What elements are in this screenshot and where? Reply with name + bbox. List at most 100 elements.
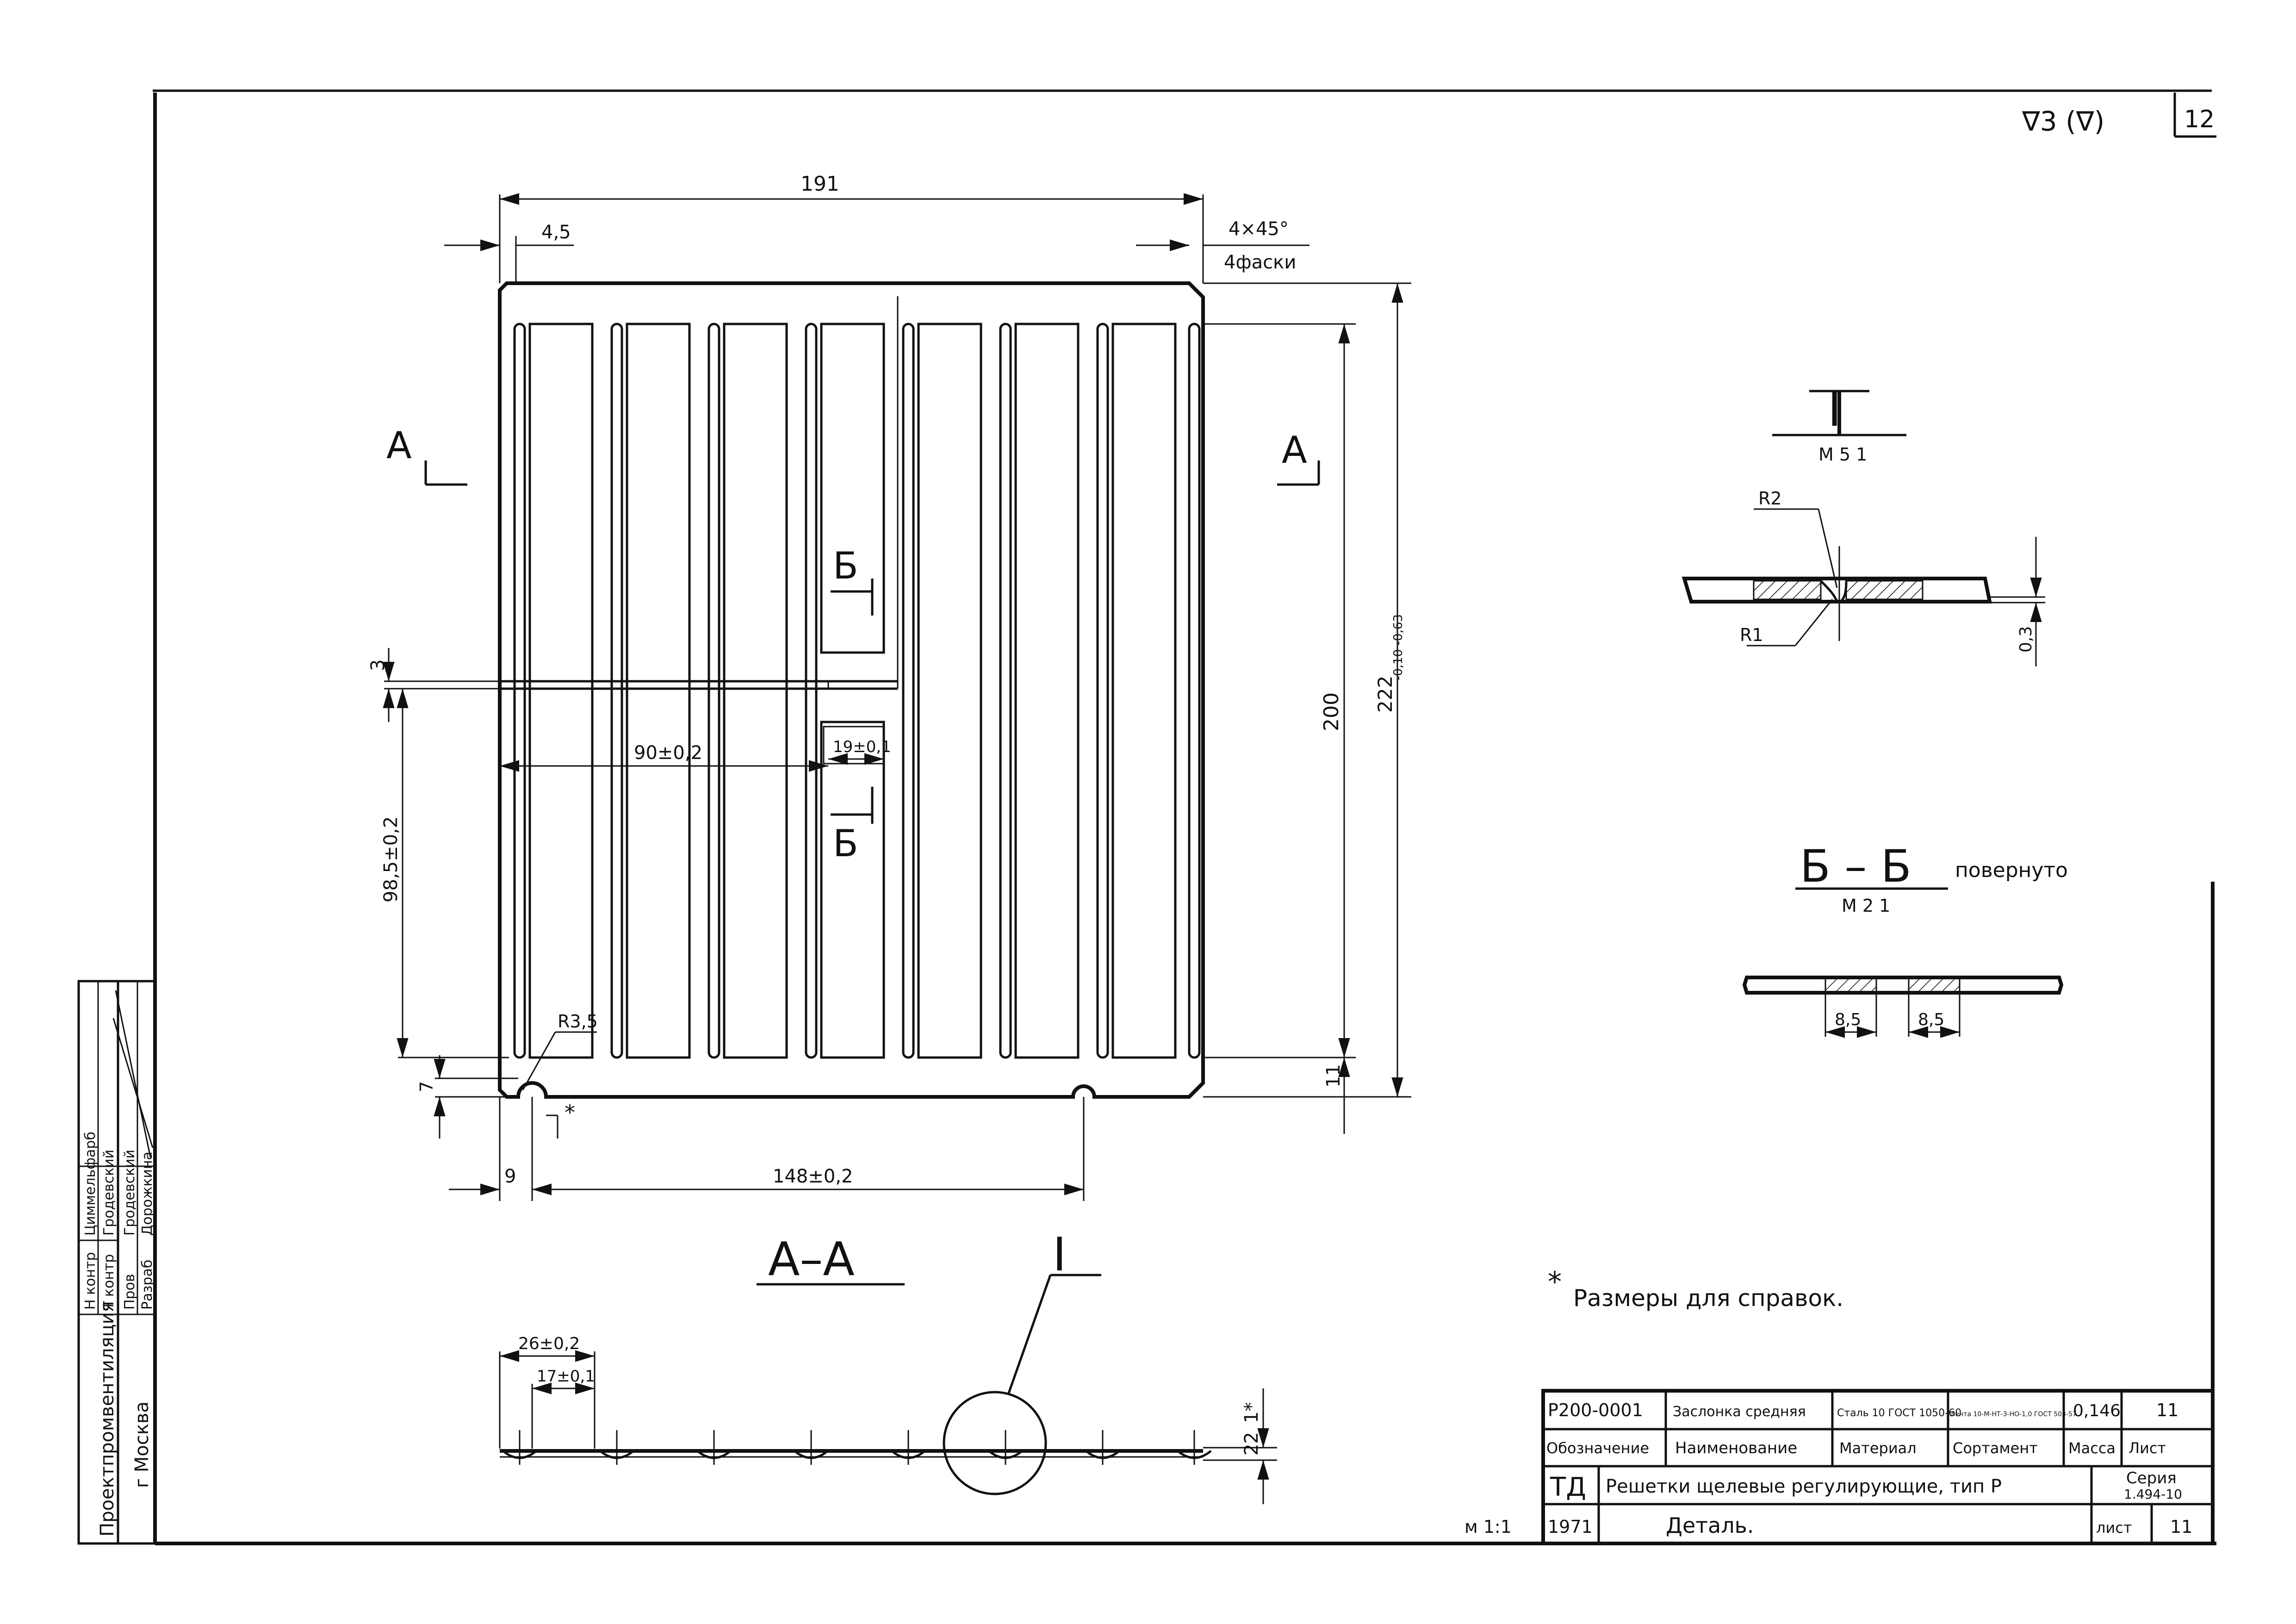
- plan-opening: [820, 323, 885, 654]
- approval-role-1: Н контр: [82, 1252, 99, 1310]
- tb-doc-type: Деталь.: [1666, 1513, 1754, 1538]
- section-aa-view: [499, 1274, 1277, 1504]
- dim-total-height: 222: [1374, 676, 1396, 713]
- dim-notch-star: *: [565, 1100, 575, 1125]
- section-mark-a-right: A: [1282, 429, 1307, 472]
- approval-role-2: Т контр: [101, 1254, 117, 1310]
- tb-mass: 0,146: [2073, 1401, 2121, 1420]
- dim-width-19: 19±0,1: [833, 738, 891, 756]
- surface-finish-mark: ∇3 (∇): [2022, 106, 2104, 137]
- plan-rib: [610, 323, 623, 1059]
- dim-total-height-tol: -0,10 -0,63: [1391, 614, 1405, 680]
- dim-aa-26: 26±0,2: [518, 1334, 580, 1353]
- tb-td: ТД: [1550, 1472, 1586, 1502]
- plan-rib: [999, 323, 1012, 1059]
- section-mark-b-bottom: Б: [833, 822, 858, 865]
- plan-rib: [1096, 323, 1109, 1059]
- detail-i-title: I: [1828, 383, 1842, 437]
- tb-hdr-name: Наименование: [1675, 1439, 1797, 1457]
- plan-opening: [528, 323, 594, 1059]
- dim-notch-spacing: 148±0,2: [773, 1166, 853, 1187]
- dim-bottom-gap: 11: [1323, 1064, 1344, 1088]
- section-aa-ribs: [502, 1430, 1212, 1465]
- detail-i-scale: М 5 1: [1818, 444, 1867, 465]
- dim-left-offset: 4,5: [541, 222, 571, 243]
- tb-hdr-designation: Обозначение: [1546, 1439, 1649, 1457]
- detail-i-r2: R2: [1758, 488, 1782, 509]
- plan-rib: [513, 323, 526, 1059]
- tb-product: Решетки щелевые регулирующие, тип Р: [1606, 1476, 2002, 1497]
- section-bb-title: Б – Б: [1800, 840, 1911, 892]
- plan-slots: [513, 323, 1201, 1059]
- plan-opening: [1014, 323, 1080, 1059]
- dim-bb-1: 8,5: [1835, 1010, 1861, 1029]
- detail-i-thickness: 0,3: [2017, 626, 2035, 653]
- section-bb-view: [1742, 887, 2064, 1038]
- approval-name-4: Дорожкина: [139, 1151, 155, 1236]
- tb-hdr-mass: Масса: [2068, 1439, 2116, 1457]
- tb-part-name: Заслонка средняя: [1673, 1404, 1806, 1420]
- approval-name-1: Циммельфарб: [82, 1132, 99, 1236]
- dim-overall-width: 191: [800, 172, 839, 196]
- dim-width-90: 90±0,2: [634, 742, 702, 764]
- dim-chamfer-count: 4фаски: [1224, 252, 1296, 273]
- dim-radius: R3,5: [558, 1011, 598, 1032]
- plan-rib: [1188, 323, 1201, 1059]
- section-mark-a-left: A: [386, 424, 412, 467]
- approval-org: Проектпромвентиляция: [97, 1301, 118, 1537]
- plan-opening: [1111, 323, 1177, 1059]
- dim-aa-1: 1*: [1241, 1402, 1262, 1423]
- plan-opening: [626, 323, 691, 1059]
- approval-name-3: Гродевский: [122, 1150, 138, 1236]
- plan-rib: [902, 323, 915, 1059]
- tb-hdr-material: Материал: [1839, 1439, 1917, 1457]
- tb-material: Сталь 10 ГОСТ 1050-60: [1837, 1407, 1961, 1419]
- approval-block: [77, 980, 156, 1545]
- footnote-text: Размеры для справок.: [1573, 1285, 1843, 1312]
- tb-part-code: Р200-0001: [1548, 1400, 1643, 1420]
- tb-year: 1971: [1548, 1517, 1593, 1537]
- plan-opening: [723, 323, 788, 1059]
- dim-slot-height: 200: [1320, 692, 1343, 731]
- drawing-scale: м 1:1: [1464, 1517, 1512, 1537]
- plate-outline: [498, 281, 1205, 1099]
- section-aa-title: A–A: [768, 1232, 855, 1286]
- detail-i-r1: R1: [1740, 625, 1763, 645]
- tb-sheet-ref: 11: [2156, 1400, 2178, 1420]
- footnote-star: *: [1548, 1266, 1562, 1298]
- tb-hdr-sheet: Лист: [2128, 1439, 2166, 1457]
- dim-chamfer-size: 4×45°: [1229, 218, 1289, 240]
- tb-stock: Лента 10-М-НТ-3-НО-1,0 ГОСТ 503-57: [1950, 1411, 2077, 1418]
- tb-series: 1.494-10: [2124, 1487, 2182, 1502]
- tb-sheet-no: 11: [2170, 1517, 2192, 1537]
- plan-opening: [820, 721, 885, 1059]
- section-aa-callout: I: [1053, 1227, 1067, 1282]
- title-block: [1541, 1389, 2215, 1545]
- plan-opening: [917, 323, 982, 1059]
- approval-name-2: Гродевский: [101, 1150, 117, 1236]
- sheet-frame: [153, 89, 2216, 1545]
- plan-dimensions: [383, 193, 1411, 1201]
- plan-rib: [805, 323, 818, 1059]
- tb-series-label: Серия: [2126, 1469, 2177, 1487]
- dim-aa-22: 22: [1241, 1432, 1262, 1456]
- dim-bb-2: 8,5: [1918, 1010, 1944, 1029]
- approval-role-4: Разраб: [139, 1260, 155, 1310]
- detail-i-callout-circle: [943, 1391, 1047, 1495]
- corner-sheet-number: 12: [2184, 106, 2215, 133]
- tb-hdr-stock: Сортамент: [1953, 1439, 2038, 1457]
- approval-city: г Москва: [131, 1401, 153, 1488]
- approval-role-3: Пров: [122, 1274, 138, 1310]
- tb-sheet-label: лист: [2096, 1519, 2132, 1537]
- plan-view: [498, 281, 1205, 1099]
- dim-height-98: 98,5±0,2: [380, 816, 402, 902]
- section-bb-note: повернуто: [1955, 859, 2068, 882]
- detail-i-view: [1682, 390, 2045, 666]
- section-bb-scale: М 2 1: [1842, 896, 1890, 916]
- dim-notch-7: 7: [416, 1081, 437, 1092]
- dim-gap-3: 3: [367, 660, 389, 671]
- dim-aa-17: 17±0,1: [537, 1367, 595, 1386]
- dim-notch-9: 9: [504, 1166, 516, 1187]
- plan-rib: [707, 323, 720, 1059]
